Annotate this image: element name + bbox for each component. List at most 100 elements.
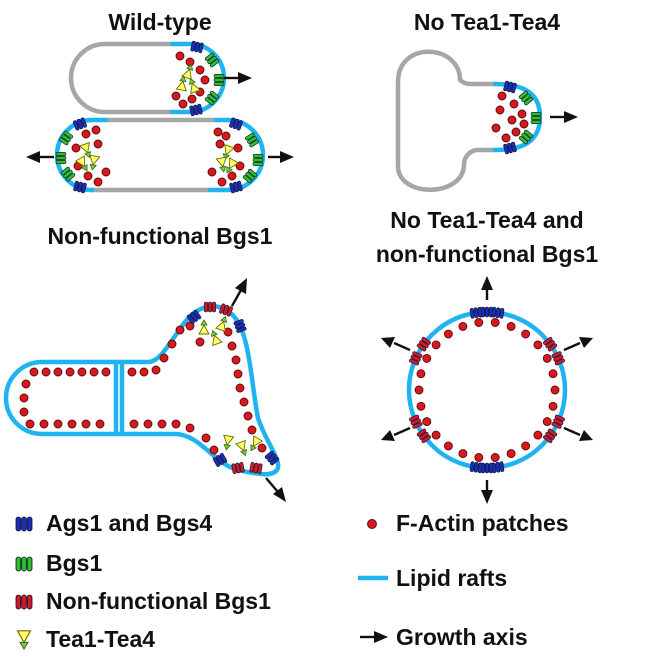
actin-patch-icon	[21, 379, 31, 389]
tea1-tea4-icon	[250, 435, 264, 452]
bgs1-icon	[59, 130, 73, 146]
actin-patch-icon	[247, 425, 257, 435]
legend-nonfunctional-bgs1-icon	[15, 594, 33, 610]
actin-patch-icon	[81, 129, 91, 139]
bgs1-icon	[245, 132, 259, 148]
ags1-bgs4-icon	[233, 319, 247, 333]
actin-patch-icon	[171, 91, 181, 101]
round-cell-growth-arrow-upper-right	[563, 337, 593, 352]
bgs1-icon	[204, 90, 220, 106]
nonfunctional-bgs1-icon	[409, 414, 423, 429]
legend-label-lipid-rafts: Lipid rafts	[396, 565, 507, 591]
bgs1-icon	[213, 74, 225, 87]
actin-patch-icon	[65, 367, 75, 377]
title-no-tea-nonfunctional-line1: No Tea1-Tea4 and	[390, 207, 583, 233]
actin-patch-icon	[195, 65, 205, 75]
actin-patch-icon	[89, 367, 99, 377]
actin-patch-icon	[175, 51, 185, 61]
title-nonfunctional-bgs1: Non-functional Bgs1	[48, 223, 273, 249]
legend-label-ags1-bgs4: Ags1 and Bgs4	[46, 510, 212, 536]
actin-patch-icon	[217, 177, 227, 187]
actin-patch-icon	[458, 449, 468, 459]
ags1-bgs4-icon	[264, 450, 280, 466]
tea1-tea4-icon	[235, 439, 248, 457]
actin-patch-icon	[67, 419, 77, 429]
ags1-bgs4-icon	[73, 180, 87, 194]
actin-patch-icon	[443, 329, 453, 339]
round-cell-growth-arrow-upper-left	[381, 337, 411, 352]
actin-patch-icon	[501, 133, 511, 143]
actin-patch-icon	[495, 105, 505, 115]
tea1-tea4-icon	[74, 155, 88, 172]
actin-patch-icon	[416, 401, 426, 411]
tea1-tea4-icon	[215, 156, 227, 173]
actin-patch-icon	[416, 369, 426, 379]
nonfunctional-bgs1-icon	[543, 428, 558, 444]
actin-patch-icon	[474, 453, 484, 462]
actin-patch-icon	[143, 419, 153, 429]
legend-ags1-bgs4-icon	[15, 516, 33, 532]
actin-patch-icon	[548, 369, 558, 379]
actin-patch-icon	[239, 397, 249, 407]
round-cell-lipid-raft	[406, 309, 568, 471]
tea1-tea4-icon	[210, 329, 223, 347]
actin-patch-icon	[233, 143, 243, 153]
legend-label-nonfunctional-bgs1: Non-functional Bgs1	[46, 588, 271, 614]
actin-patch-icon	[235, 161, 245, 171]
actin-patch-icon	[93, 139, 103, 149]
actin-patch-icon	[151, 365, 161, 375]
ags1-bgs4-icon	[229, 117, 243, 131]
tea1-tea4-icon	[175, 75, 187, 92]
actin-patch-icon	[53, 367, 63, 377]
ags1-bgs4-icon	[480, 462, 493, 474]
wt-upper-cell-inactive-membrane	[68, 41, 172, 115]
actin-patch-icon	[167, 339, 177, 349]
actin-patch-icon	[233, 369, 243, 379]
legend-icons	[15, 516, 33, 651]
ags1-bgs4-icon	[481, 306, 494, 318]
bgs1-icon	[518, 90, 534, 106]
panel-no-tea	[395, 49, 578, 192]
actin-patch-icon	[29, 367, 39, 377]
bgs1-icon	[204, 52, 220, 68]
actin-patch-icon	[227, 341, 237, 351]
actin-patch-icon	[507, 115, 517, 125]
tea1-tea4-icon	[79, 141, 92, 159]
actin-patch-icon	[19, 393, 29, 403]
actin-patch-icon	[422, 417, 432, 427]
title-no-tea: No Tea1-Tea4	[414, 9, 560, 35]
no-tea-growth-arrow	[550, 111, 578, 123]
nonfunctional-bgs1-icon	[416, 428, 431, 444]
bgs1-icon	[60, 166, 76, 182]
actin-patch-icon	[491, 123, 501, 133]
actin-patch-icon	[53, 419, 63, 429]
actin-patch-icon	[178, 99, 188, 109]
ags1-bgs4-icon	[503, 80, 517, 94]
actin-patch-icon	[91, 125, 101, 135]
actin-patch-icon	[458, 321, 468, 331]
actin-patch-icon	[243, 411, 253, 421]
actin-patch-icon	[511, 127, 521, 137]
nonfunctional-bgs1-icon	[416, 336, 431, 352]
wt-growth-arrow-upper	[224, 72, 252, 84]
actin-patch-icon	[171, 419, 181, 429]
actin-patch-icon	[213, 127, 223, 137]
title-wild-type: Wild-type	[108, 9, 211, 35]
ags1-bgs4-icon	[469, 461, 483, 474]
actin-patch-icon	[497, 91, 507, 101]
actin-patch-icon	[39, 419, 49, 429]
actin-patch-icon	[81, 419, 91, 429]
round-cell-growth-arrow-lower-left	[381, 426, 411, 441]
actin-patch-icon	[235, 383, 245, 393]
actin-patch-icon	[490, 318, 500, 327]
ags1-bgs4-icon	[491, 306, 505, 319]
actin-patch-icon	[550, 385, 560, 395]
legend-actin-icon	[367, 519, 377, 529]
actin-patch-icon	[185, 423, 195, 433]
actin-patch-layer	[19, 51, 560, 462]
actin-patch-icon	[519, 119, 529, 129]
actin-patch-icon	[201, 433, 211, 443]
actin-patch-icon	[506, 449, 516, 459]
tea1-tea4-icon	[223, 434, 235, 451]
ags1-bgs4-icon	[189, 103, 203, 117]
